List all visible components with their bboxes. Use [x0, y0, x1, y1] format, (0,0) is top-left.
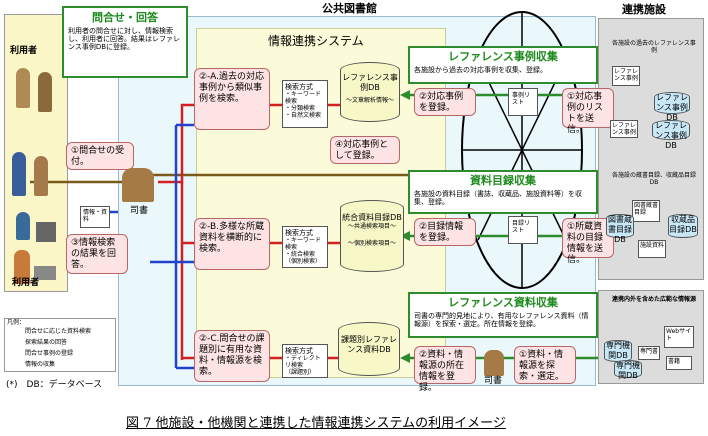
res-step-right: ①資料・情報源を探索・選定。: [514, 346, 576, 384]
librarian-figure: [122, 168, 154, 202]
search-a-title: 検索方式: [285, 83, 313, 91]
catalog-db-sub2: ～個別検索項目～: [347, 240, 396, 247]
legend-item: 問合せ事例の登録: [25, 350, 74, 357]
search-a-item: ・キーワード検索: [285, 91, 322, 105]
partner-3-doc: 書籍: [666, 356, 692, 370]
step-2a-box: ②-A.過去の対応事例から類似事例を検索。: [194, 68, 270, 130]
legend-item: 問合せに応じた資料検索: [25, 328, 92, 335]
search-box-b: 検索方式 ・キーワード検索 ・統合検索 （個別検索）: [282, 226, 328, 268]
ref-db-cylinder: レファレンス事例DB ～文章解析情報～: [340, 62, 400, 122]
res-collect-body: 司書の専門的見地により、有用なレファレンス資料（情報源）を探索・選定。所在情報を…: [414, 312, 589, 328]
topic-db-cylinder: 課題別レファレンス資料DB: [338, 322, 400, 376]
legend-title: 凡例：: [7, 319, 26, 326]
search-c-item: （課題別）: [285, 369, 316, 376]
docs-label: 情報・資料: [83, 209, 108, 223]
ref-collect-title: レファレンス事例収集: [448, 50, 558, 63]
res-collect-box: レファレンス資料収集 司書の専門的見地により、有用なレファレンス資料（情報源）を…: [408, 292, 598, 338]
step-2b-box: ②-B.多様な所蔵資料を横断的に検索。: [194, 218, 270, 270]
catalog-db-cylinder: 統合資料目録DB ～共通検索項目～ ～個別検索項目～: [340, 200, 404, 272]
catalog-db-name: 統合資料目録DB: [342, 213, 402, 222]
res-collect-title: レファレンス資料収集: [448, 296, 558, 309]
partner-1-title: 各施設の過去のレファレンス事例: [612, 40, 696, 54]
legend-item: 探索結果の回答: [25, 339, 68, 346]
res-step-left: ②資料・情報源の所在情報を登録。: [414, 346, 476, 393]
partner-3-db: 専門機関DB: [614, 360, 642, 380]
docs-paper: 情報・資料: [80, 206, 110, 228]
ref-step-right: ①対応事例のリストを送信。: [562, 88, 614, 135]
search-c-item: ・ディレクトリ検索: [285, 355, 321, 369]
ref-doc-label: 事例リスト: [512, 92, 531, 106]
user-label: 利用者: [12, 278, 40, 288]
cat-collect-title: 資料目録収集: [470, 174, 536, 187]
inquiry-box: 問合せ・回答 利用者の問合せに対し、情報検索し、利用者に回答。結果はレファレンス…: [62, 6, 188, 78]
partner-3-doc: 専門書: [638, 346, 660, 360]
step-2c-box: ②-C.問合せの課題別に有用な資料・情報源を検索。: [194, 330, 270, 382]
ref-doc: 事例リスト: [508, 88, 538, 116]
figure-caption: 図 7 他施設・他機関と連携した情報連携システムの利用イメージ: [126, 416, 506, 431]
search-a-item: ・自然文検索: [285, 112, 322, 119]
cat-doc-label: 目録リスト: [512, 220, 531, 234]
ref-collect-body: 各施設から過去の対応事例を収集、登録。: [414, 66, 547, 74]
topic-db-name: 課題別レファレンス資料DB: [341, 335, 397, 354]
search-c-title: 検索方式: [285, 347, 313, 355]
librarian2-label: 司書: [484, 376, 503, 386]
ref-collect-box: レファレンス事例収集 各施設から過去の対応事例を収集、登録。: [408, 46, 598, 84]
search-a-item: ・分類検索: [285, 105, 316, 112]
search-b-item: （個別検索）: [285, 258, 322, 265]
cat-doc: 目録リスト: [508, 216, 538, 244]
partner-3-doc: Webサイト: [664, 326, 694, 348]
partner-2-doc: 施設資料: [638, 240, 666, 258]
partner-1-doc: レファレンス事例: [610, 120, 638, 138]
partners-title: 連携施設: [622, 3, 666, 16]
user-title: 利用者: [10, 46, 38, 56]
partner-2-db: 図書蔵書目録DB: [606, 214, 634, 244]
search-b-item: ・統合検索: [285, 251, 316, 258]
inquiry-body: 利用者の問合せに対し、情報検索し、利用者に回答。結果はレファレンス事例DBに登録…: [68, 27, 180, 51]
library-title: 公共図書館: [322, 2, 377, 15]
search-box-a: 検索方式 ・キーワード検索 ・分類検索 ・自然文検索: [282, 80, 328, 128]
partner-1-db: レファレンス事例DB: [652, 120, 690, 150]
partner-1-db: レファレンス事例DB: [654, 92, 690, 122]
legend-box: 凡例： 問合せに応じた資料検索 探索結果の回答 問合せ事例の登録 情報の収集: [4, 318, 116, 372]
cat-step-right: ①所蔵資料の目録情報を送信。: [562, 218, 614, 265]
partner-3-title: 連携内外を含めた広範な情報源: [611, 296, 696, 303]
partner-1-doc: レファレンス事例: [612, 66, 640, 86]
ref-db-sub: ～文章解析情報～: [345, 97, 394, 104]
user-figures: [8, 62, 64, 288]
librarian2-figure: [484, 350, 504, 376]
legend-note: (*) DB：データベース: [6, 380, 103, 390]
partner-3-db: 専門機関DB: [604, 340, 632, 362]
cat-collect-body: 各施設の資料目録（書誌、収蔵品、施設資料等）を収集、登録。: [414, 190, 582, 206]
cat-collect-box: 資料目録収集 各施設の資料目録（書誌、収蔵品、施設資料等）を収集、登録。: [408, 170, 598, 214]
partner-2-doc: 図書蔵書目録: [632, 200, 660, 222]
legend-item: 情報の収集: [25, 361, 56, 368]
step-3-box: ③情報検索の結果を回答。: [66, 234, 128, 274]
step-4-box: ④対応事例として登録。: [330, 136, 400, 164]
ref-step-left: ②対応事例を登録。: [414, 88, 476, 116]
catalog-db-sub1: ～共通検索項目～: [347, 223, 396, 230]
cat-step-left: ②目録情報を登録。: [414, 218, 476, 246]
librarian-label: 司書: [130, 206, 149, 216]
search-b-item: ・キーワード検索: [285, 237, 322, 251]
ref-db-name: レファレンス事例DB: [342, 73, 398, 92]
inquiry-title: 問合せ・回答: [92, 11, 158, 24]
system-title: 情報連携システム: [268, 34, 364, 48]
search-box-c: 検索方式 ・ディレクトリ検索 （課題別）: [282, 344, 328, 378]
search-b-title: 検索方式: [285, 229, 313, 237]
step-1-box: ①問合せの受付。: [66, 142, 134, 170]
partner-2-db: 収蔵品目録DB: [668, 214, 698, 238]
partner-2-title: 各施設の蔵書目録、収蔵品目録DB: [611, 172, 696, 186]
